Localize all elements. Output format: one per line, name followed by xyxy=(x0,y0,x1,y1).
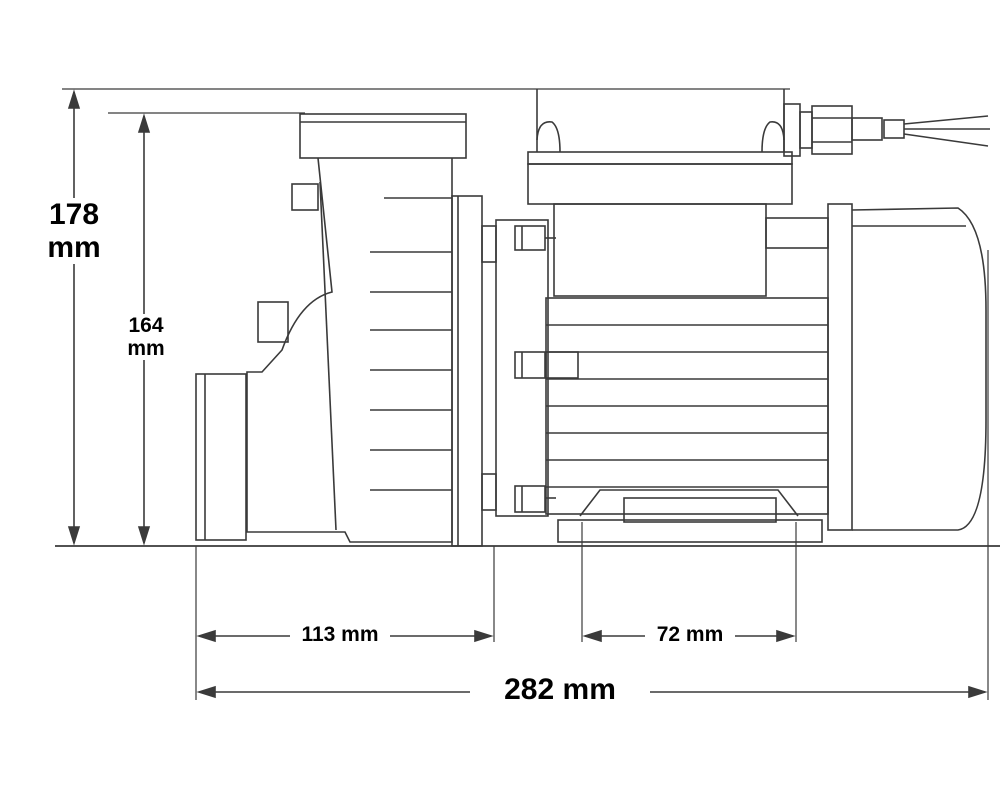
dimension-arrows xyxy=(67,89,988,699)
foot-width-label: 72 mm xyxy=(645,623,735,647)
inlet-to-flange-label: 113 mm xyxy=(290,623,390,647)
flange-bolts xyxy=(514,225,556,513)
cable-gland xyxy=(783,103,905,157)
pump-flange xyxy=(451,195,549,547)
motor-end-cap xyxy=(827,203,987,531)
terminal-box xyxy=(527,89,829,297)
strainer-pot xyxy=(195,113,467,543)
motor-body xyxy=(545,297,829,515)
power-cable-wires xyxy=(903,115,990,147)
total-length-label: 282 mm xyxy=(470,673,650,706)
total-height-label: 178 mm xyxy=(38,198,110,264)
dimension-extension-lines xyxy=(195,250,989,700)
reference-lines xyxy=(55,88,1000,547)
mounting-foot xyxy=(557,489,823,543)
body-height-label: 164 mm xyxy=(118,314,174,361)
